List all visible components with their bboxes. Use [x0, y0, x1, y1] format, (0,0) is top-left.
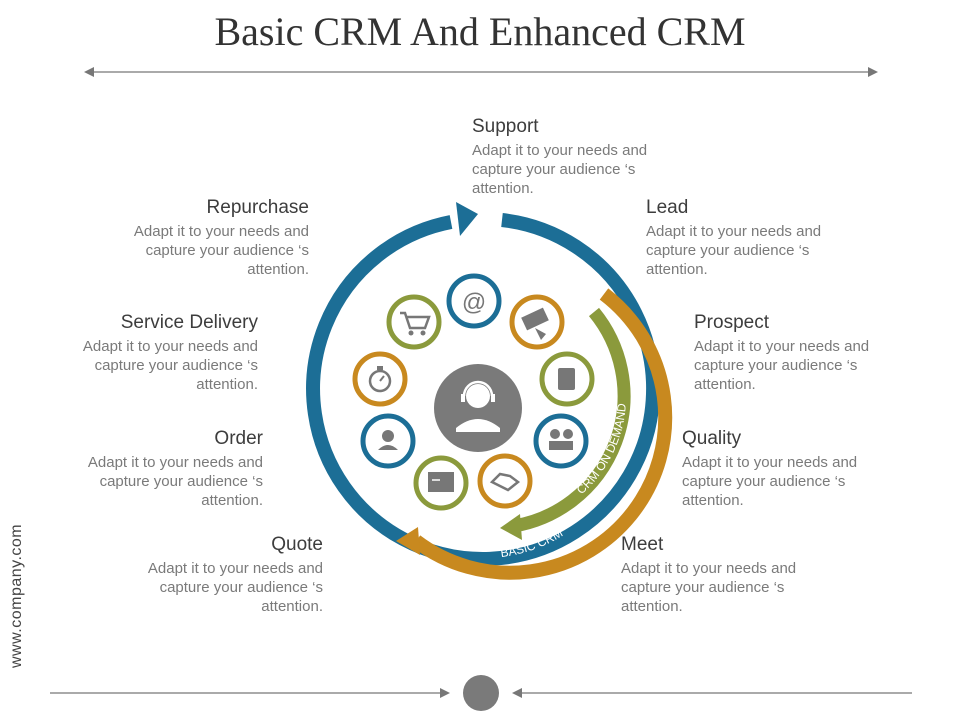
lead-title: Lead	[646, 197, 689, 218]
quote-block: Quote Adapt it to your needs and capture…	[123, 534, 323, 616]
lead-desc: Adapt it to your needs and capture your …	[646, 223, 822, 278]
top-divider	[84, 67, 878, 77]
repurchase-title: Repurchase	[206, 197, 309, 218]
repurchase-desc: Adapt it to your needs and capture your …	[133, 223, 309, 278]
meet-block: Meet Adapt it to your needs and capture …	[621, 534, 821, 616]
stopwatch-icon	[352, 351, 408, 407]
meet-title: Meet	[621, 534, 664, 555]
quote-title: Quote	[271, 534, 323, 555]
service-delivery-block: Service Delivery Adapt it to your needs …	[58, 312, 258, 394]
order-block: Order Adapt it to your needs and capture…	[63, 428, 263, 510]
order-title: Order	[214, 428, 263, 449]
service-delivery-title: Service Delivery	[120, 312, 258, 333]
presentation-board-icon	[413, 455, 469, 511]
page-title: Basic CRM And Enhanced CRM	[214, 9, 746, 54]
email-at-icon: @	[446, 273, 502, 329]
prospect-block: Prospect Adapt it to your needs and capt…	[694, 312, 894, 394]
sale-tag-icon	[509, 294, 565, 350]
support-block: Support Adapt it to your needs and captu…	[472, 116, 672, 198]
handshake-icon	[477, 453, 533, 509]
user-icon	[360, 413, 416, 469]
support-desc: Adapt it to your needs and capture your …	[472, 142, 648, 197]
service-delivery-desc: Adapt it to your needs and capture your …	[82, 338, 258, 393]
prospect-desc: Adapt it to your needs and capture your …	[694, 338, 870, 393]
svg-text:@: @	[462, 289, 486, 316]
support-title: Support	[472, 116, 539, 137]
document-icon	[539, 351, 595, 407]
repurchase-block: Repurchase Adapt it to your needs and ca…	[109, 197, 309, 279]
customer-support-agent-icon	[434, 364, 522, 452]
lead-block: Lead Adapt it to your needs and capture …	[646, 197, 846, 279]
quality-desc: Adapt it to your needs and capture your …	[682, 454, 858, 509]
prospect-title: Prospect	[694, 312, 769, 333]
meet-desc: Adapt it to your needs and capture your …	[621, 560, 797, 615]
shopping-cart-icon	[386, 294, 442, 350]
quality-title: Quality	[682, 428, 742, 449]
quality-block: Quality Adapt it to your needs and captu…	[682, 428, 882, 510]
quote-desc: Adapt it to your needs and capture your …	[147, 560, 323, 615]
bottom-divider	[50, 675, 912, 711]
order-desc: Adapt it to your needs and capture your …	[87, 454, 263, 509]
meeting-people-icon	[533, 413, 589, 469]
side-url: www.company.com	[8, 523, 25, 668]
